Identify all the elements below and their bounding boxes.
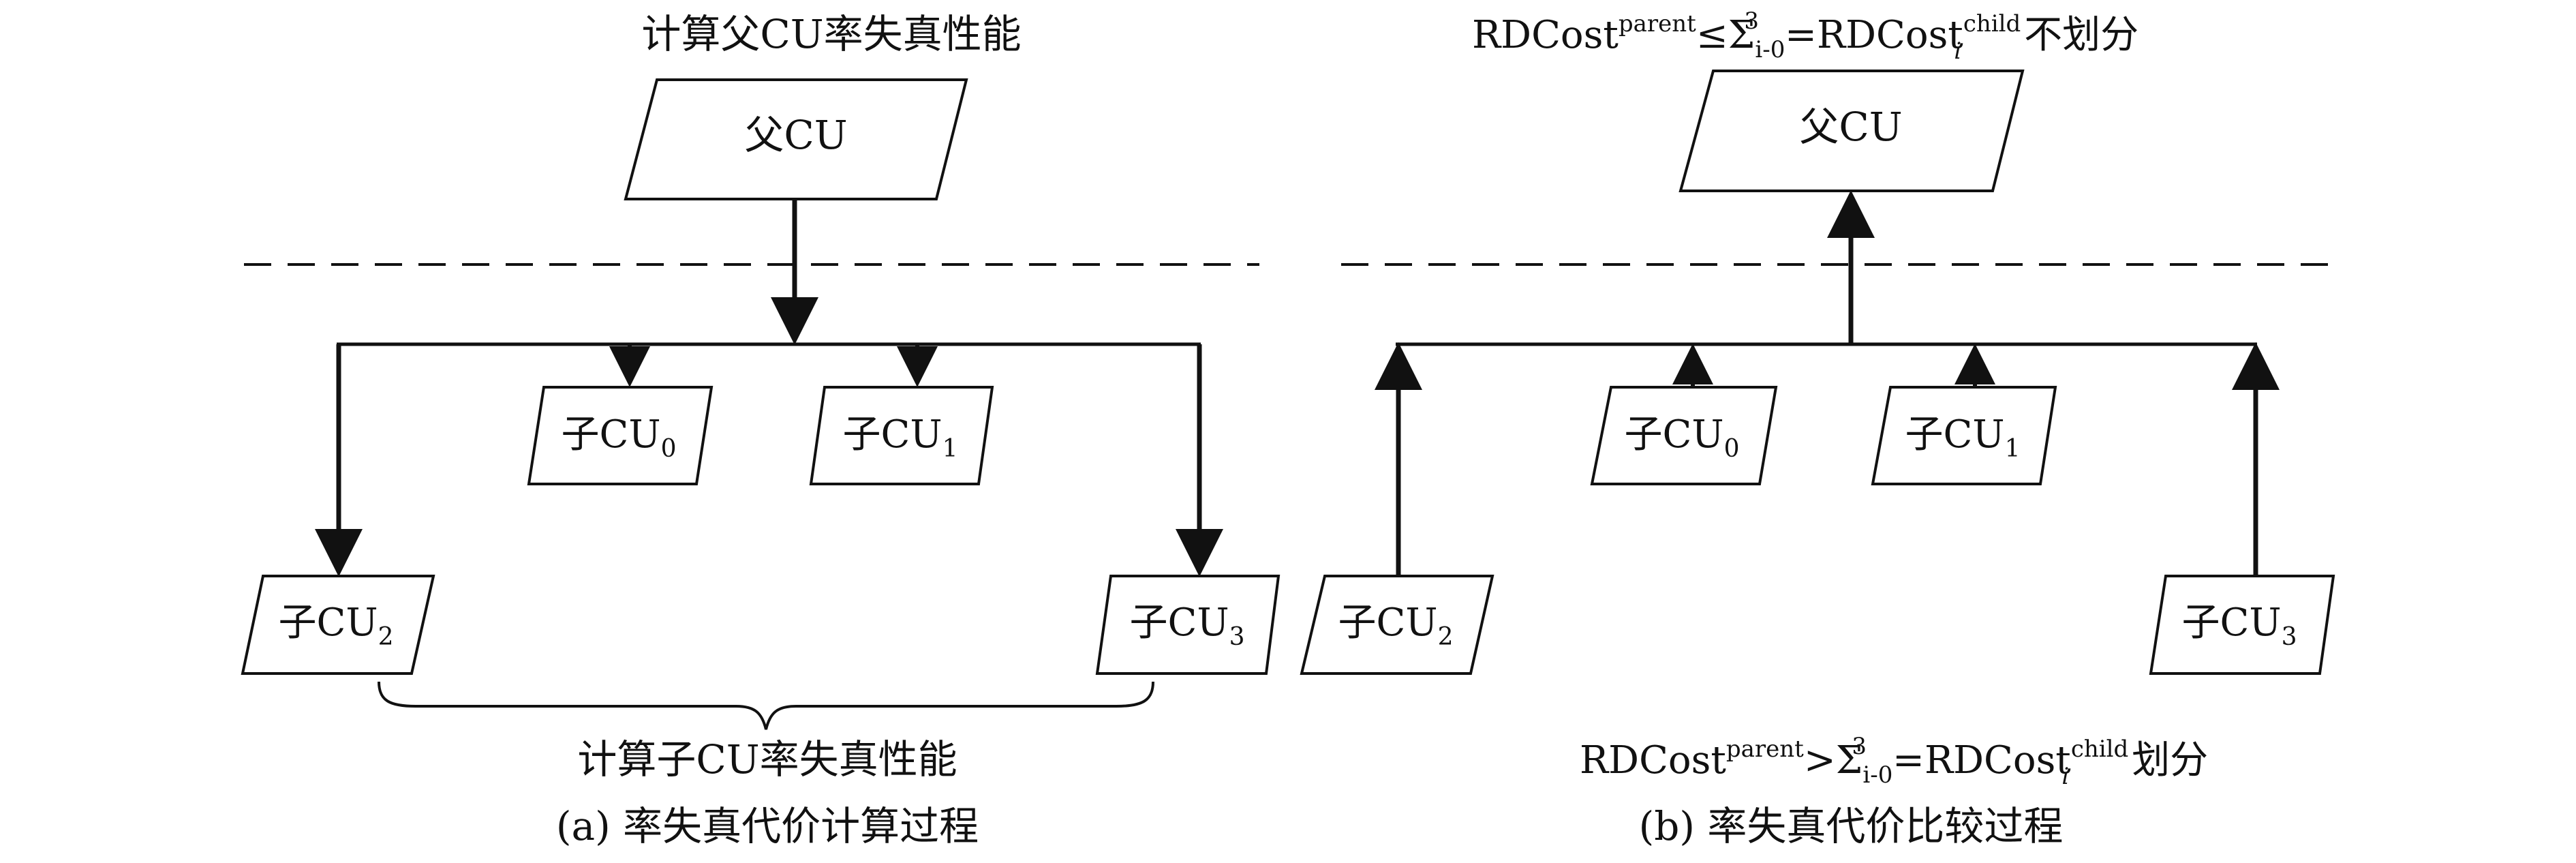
panel-b-child-cu-3-shape <box>2149 575 2335 675</box>
panel-a-child-cu-0-label: 子CU0 <box>562 412 677 463</box>
child-subscript-i: i <box>2061 763 2069 790</box>
sum-symbol: Σ <box>1728 13 1755 57</box>
panel-b-parent-cu-shape <box>1678 70 2025 192</box>
relation-symbol: ≤ <box>1696 13 1728 57</box>
panel-a-child-cu-1: 子CU1 <box>809 386 994 485</box>
rdcost-text: RDCost <box>1472 13 1619 57</box>
panel-b-child-cu-3: 子CU3 <box>2149 575 2335 675</box>
child-cu-subscript: 3 <box>1229 623 1245 651</box>
child-cu-subscript: 0 <box>661 435 677 463</box>
parent-superscript: parent <box>1726 736 1804 763</box>
panel-b-child-cu-1: 子CU1 <box>1871 386 2057 485</box>
panel-b-caption: (b) 率失真代价比较过程 <box>1639 803 2064 849</box>
child-cu-base: 子CU <box>1625 412 1724 457</box>
panel-a: 计算父CU率失真性能 父CU 子CU0 子CU1 子CU2 子CU3 <box>241 11 1281 849</box>
decision-text: 划分 <box>2132 738 2208 783</box>
sum-upper-index: 3 <box>1852 733 1867 760</box>
child-cu-base: 子CU <box>843 412 942 457</box>
panel-a-top-label: 计算父CU率失真性能 <box>641 11 1021 57</box>
panel-a-child-cu-1-shape <box>809 386 994 485</box>
child-superscript: child <box>1963 10 2021 37</box>
child-cu-subscript: 3 <box>2282 623 2297 651</box>
panel-a-parent-cu-node: 父CU <box>624 78 968 200</box>
panel-b-child-cu-2-shape <box>1300 575 1494 675</box>
panel-a-child-cu-2-label: 子CU2 <box>279 601 394 651</box>
child-cu-subscript: 2 <box>1438 623 1454 651</box>
panel-b-child-cu-2: 子CU2 <box>1300 575 1494 675</box>
sum-lower-index: i-0 <box>1862 761 1892 789</box>
panel-b-child-cu-1-shape <box>1871 386 2057 485</box>
child-cu-base: 子CU <box>279 601 378 645</box>
panel-a-child-cu-0: 子CU0 <box>527 386 714 485</box>
panel-a-parent-cu-shape <box>624 78 968 200</box>
panel-a-child-cu-2-shape <box>241 575 435 675</box>
child-cu-base: 子CU <box>1905 412 2005 457</box>
panel-a-child-cu-1-label: 子CU1 <box>843 412 958 463</box>
panel-b-child-cu-0: 子CU0 <box>1590 386 1778 485</box>
panel-a-child-cu-3-shape <box>1095 575 1281 675</box>
panel-a-brace-label: 计算子CU率失真性能 <box>577 736 957 783</box>
child-cu-base: 子CU <box>2182 601 2282 645</box>
child-cu-subscript: 2 <box>378 623 394 651</box>
panel-a-child-cu-3-label: 子CU3 <box>1130 601 1245 651</box>
decision-text: 不划分 <box>2024 13 2138 57</box>
child-cu-subscript: 1 <box>942 435 958 463</box>
child-cu-subscript: 1 <box>2005 435 2021 463</box>
rdcost-child-text: =RDCost <box>1892 738 2071 783</box>
parent-superscript: parent <box>1619 10 1696 37</box>
sum-upper-index: 3 <box>1744 7 1759 35</box>
child-subscript-i: i <box>1954 37 1961 65</box>
panel-a-parent-cu-label: 父CU <box>744 112 847 158</box>
panel-b-parent-cu-label: 父CU <box>1799 104 1902 150</box>
panel-a-caption: (a) 率失真代价计算过程 <box>556 803 979 849</box>
panel-a-children-brace <box>378 681 1154 730</box>
child-cu-base: 子CU <box>562 412 661 457</box>
panel-b-child-cu-0-label: 子CU0 <box>1625 412 1740 463</box>
child-cu-base: 子CU <box>1130 601 1229 645</box>
sum-lower-index: i-0 <box>1755 36 1785 63</box>
rdcost-child-text: =RDCost <box>1785 13 1963 57</box>
child-superscript: child <box>2071 736 2128 763</box>
panel-a-child-cu-0-shape <box>527 386 714 485</box>
relation-symbol: > <box>1804 738 1836 783</box>
panel-a-child-cu-3: 子CU3 <box>1095 575 1281 675</box>
child-cu-base: 子CU <box>1338 601 1438 645</box>
panel-a-child-cu-2: 子CU2 <box>241 575 435 675</box>
child-cu-subscript: 0 <box>1724 435 1740 463</box>
sum-symbol: Σ <box>1836 738 1863 783</box>
panel-b-parent-cu-node: 父CU <box>1678 70 2025 192</box>
panel-b-child-cu-2-label: 子CU2 <box>1338 601 1454 651</box>
panel-b-child-cu-0-shape <box>1590 386 1778 485</box>
panel-b-child-cu-1-label: 子CU1 <box>1905 412 2021 463</box>
rdcost-text: RDCost <box>1580 738 1726 783</box>
panel-b-child-cu-3-label: 子CU3 <box>2182 601 2297 651</box>
